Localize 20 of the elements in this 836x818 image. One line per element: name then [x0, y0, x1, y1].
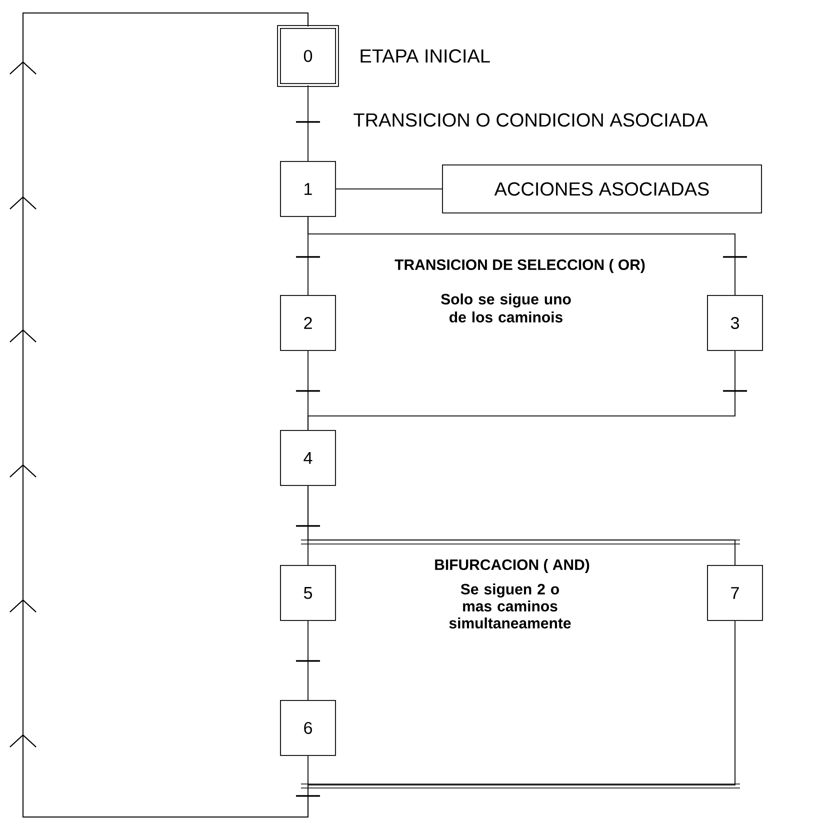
annotation-text: TRANSICION O CONDICION ASOCIADA [354, 113, 708, 127]
annotation-text: TRANSICION DE SELECCION ( OR) [394, 259, 645, 273]
flow-line [336, 188, 442, 190]
annotation-text: ETAPA INICIAL [360, 49, 490, 63]
step-box: 5 [280, 565, 336, 621]
flow-line [308, 485, 736, 566]
step-box: 1 [280, 161, 336, 217]
action-box: ACCIONES ASOCIADAS [442, 164, 762, 214]
flow-line [308, 350, 736, 430]
flow-line-with-direction-marks [10, 12, 736, 818]
annotation-text: Solo se sigue uno de los caminois [441, 293, 571, 322]
step-box: 6 [280, 700, 336, 756]
flow-line [308, 216, 736, 296]
annotation-text: Se siguen 2 o mas caminos simultaneamente [449, 583, 571, 628]
initial-step-box: 0 [277, 25, 339, 87]
step-box: 4 [280, 430, 336, 486]
step-box: 3 [707, 295, 763, 351]
step-box: 2 [280, 295, 336, 351]
annotation-text: BIFURCACION ( AND) [435, 559, 590, 573]
step-box: 7 [707, 565, 763, 621]
